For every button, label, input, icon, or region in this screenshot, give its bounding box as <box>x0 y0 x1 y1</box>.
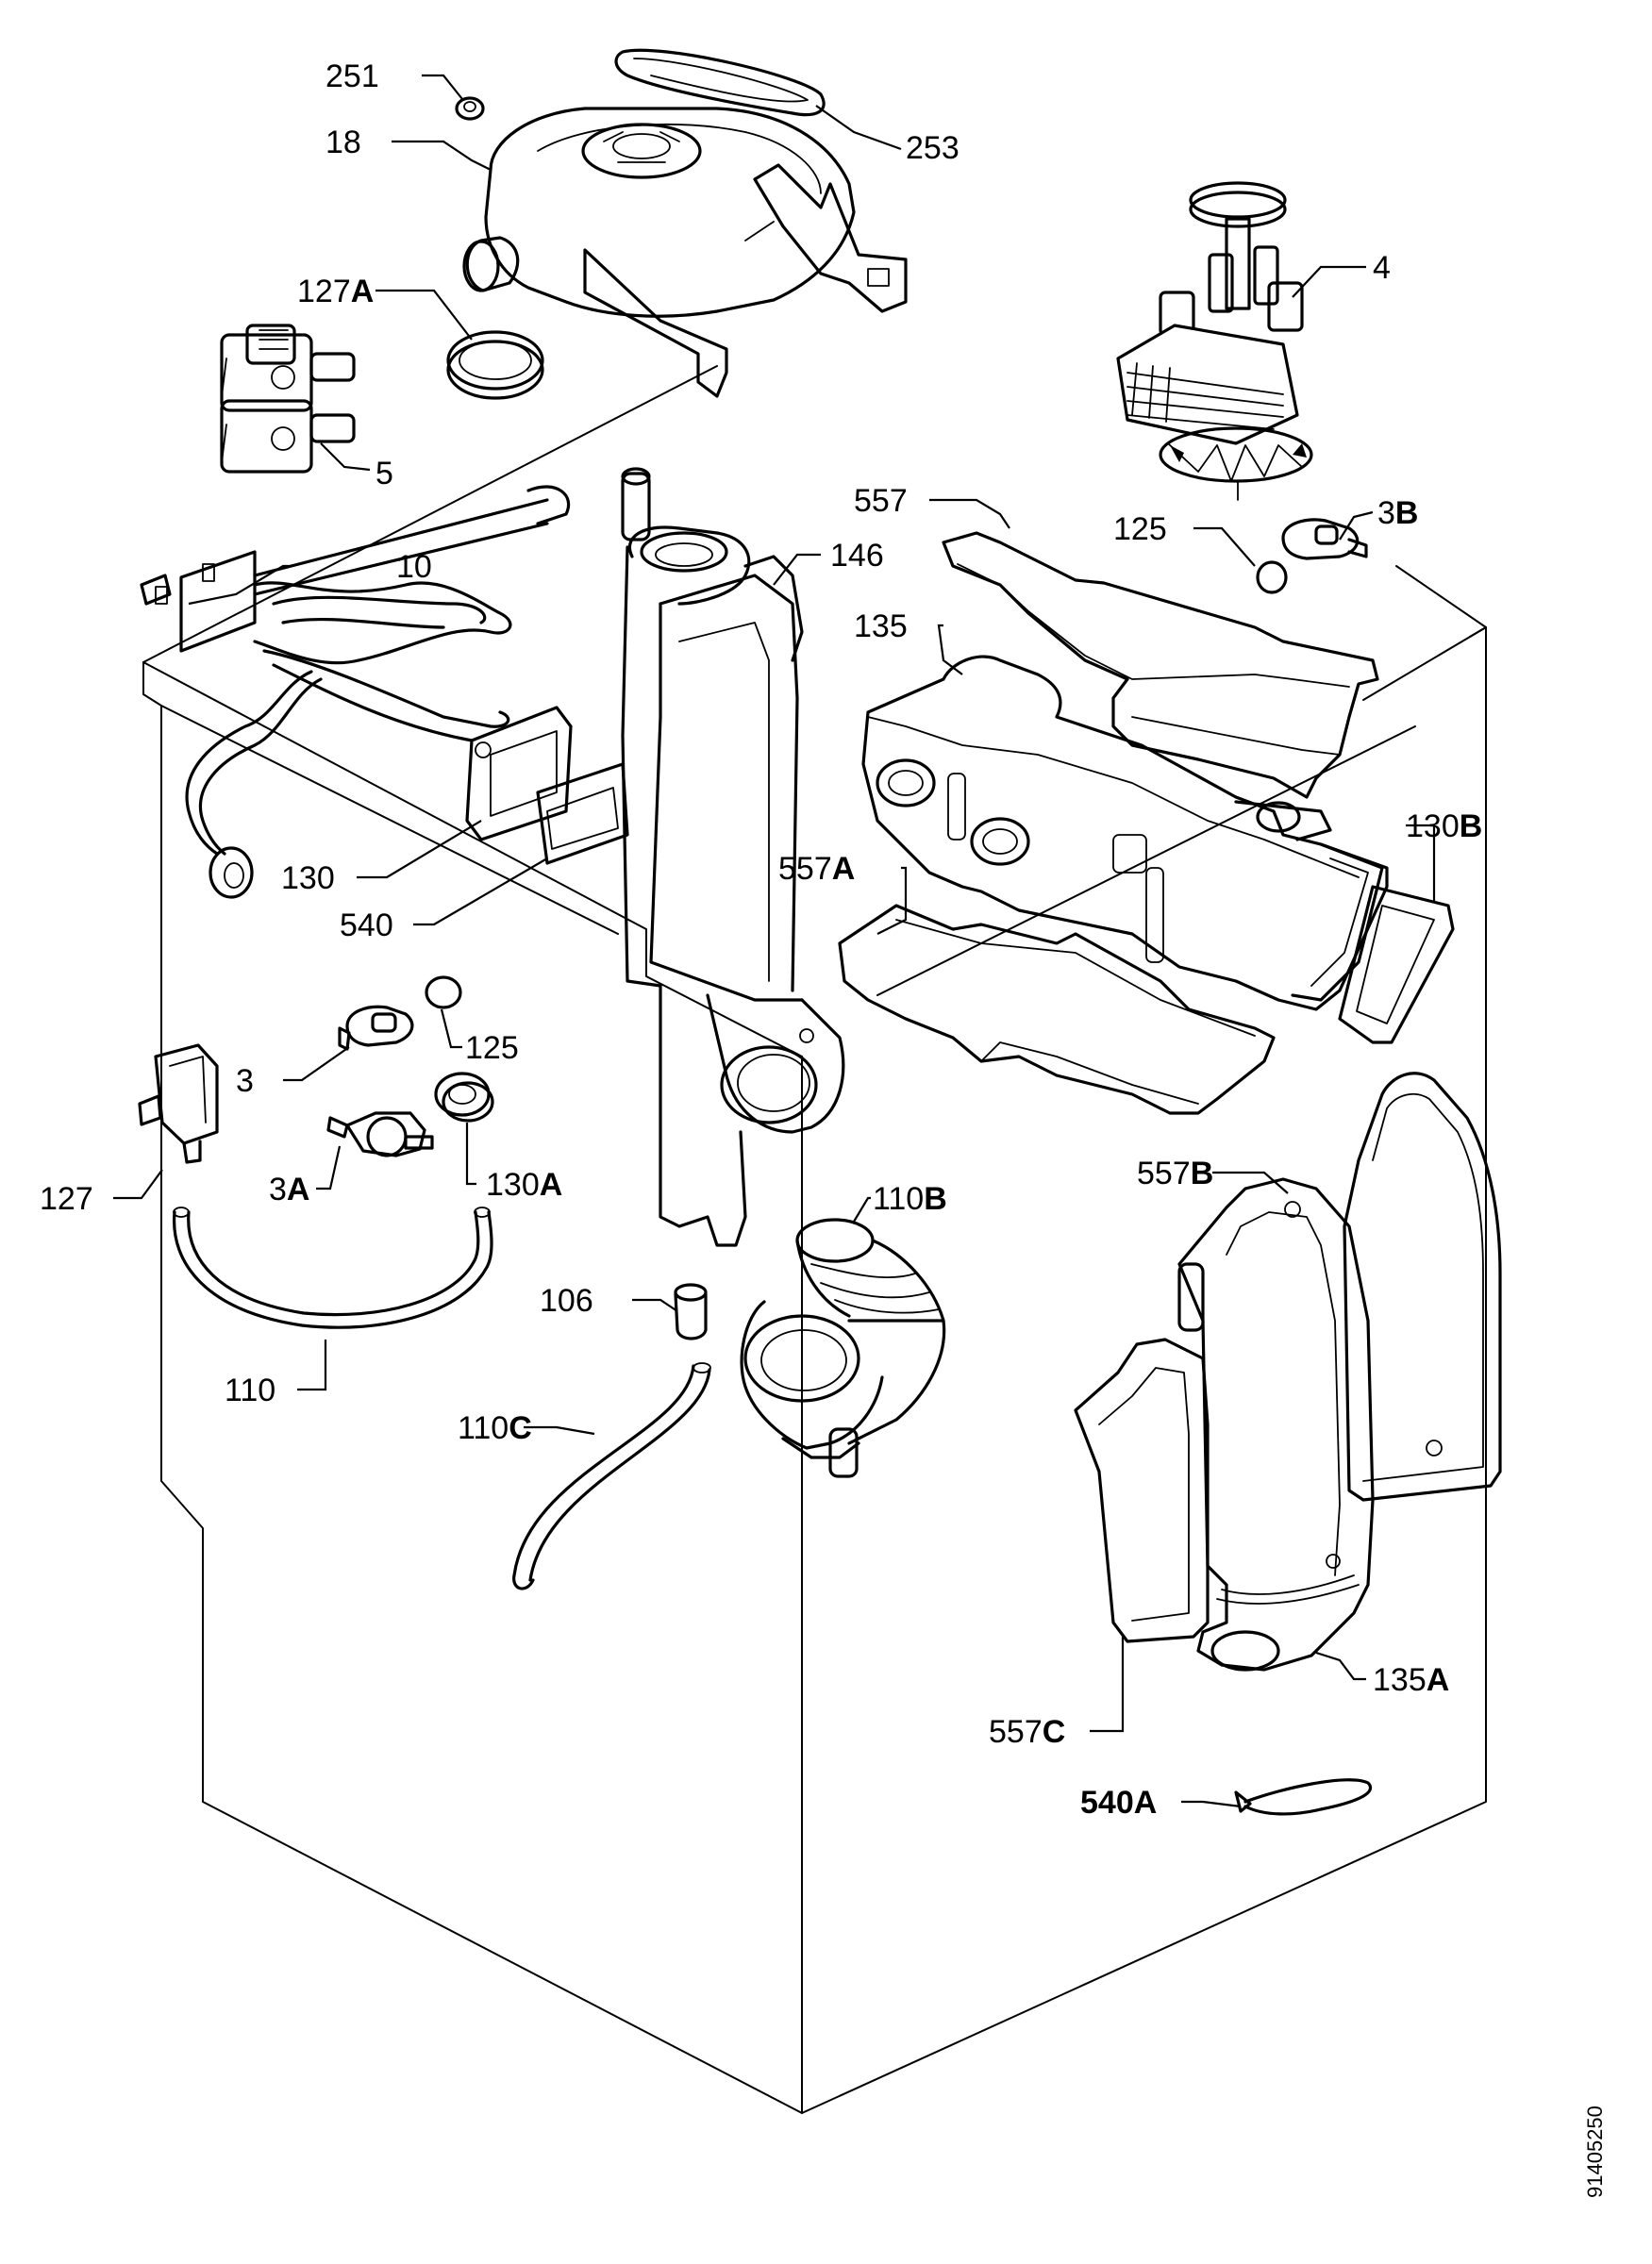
label-130: 130 <box>281 860 335 896</box>
thermostat-3B <box>1281 518 1368 560</box>
label-5: 5 <box>375 456 393 491</box>
cover-557 <box>942 531 1379 799</box>
label-251: 251 <box>325 58 379 94</box>
thermostat-3 <box>338 1005 414 1051</box>
cover-557B <box>1343 1072 1502 1502</box>
label-125-top: 125 <box>1113 511 1167 547</box>
label-135: 135 <box>854 608 908 644</box>
label-3: 3 <box>236 1063 254 1099</box>
label-540A: 540A <box>1080 1785 1157 1821</box>
nut-251 <box>455 96 485 121</box>
duct-135A <box>1177 1177 1375 1672</box>
cover-557A <box>838 904 1276 1115</box>
drive-belt-253 <box>614 48 826 117</box>
hose-110 <box>173 1207 493 1329</box>
gasket-540 <box>536 762 629 865</box>
label-110C: 110C <box>458 1410 532 1446</box>
gasket-130B <box>1338 885 1455 1044</box>
water-valve-5 <box>220 324 356 474</box>
label-110: 110 <box>225 1373 275 1408</box>
cabinet-outline <box>142 365 1487 2114</box>
cover-557C <box>1074 1338 1210 1643</box>
label-557A: 557A <box>778 851 855 887</box>
heating-element-10 <box>140 485 571 899</box>
label-130A: 130A <box>486 1167 562 1203</box>
label-557B: 557B <box>1137 1156 1213 1191</box>
leader-lines <box>113 74 1436 1808</box>
label-540: 540 <box>340 907 393 943</box>
o-ring-125 <box>425 975 462 1009</box>
label-135A: 135A <box>1373 1662 1449 1698</box>
label-125: 125 <box>465 1030 519 1066</box>
label-10: 10 <box>396 549 432 585</box>
switch-127 <box>138 1043 219 1164</box>
label-253: 253 <box>906 130 959 166</box>
hose-110C <box>512 1362 711 1590</box>
label-18: 18 <box>325 125 361 160</box>
o-ring-125-top <box>1256 560 1288 594</box>
gasket-plate-130 <box>465 706 573 841</box>
air-duct-146 <box>621 467 845 1247</box>
fan-housing-18 <box>462 107 908 398</box>
label-557: 557 <box>854 483 908 519</box>
nozzle-106 <box>674 1283 708 1340</box>
label-106: 106 <box>540 1283 593 1319</box>
motor-4 <box>1116 181 1313 501</box>
bellows-hose-110B <box>740 1218 946 1478</box>
label-110B: 110B <box>873 1181 947 1217</box>
thermostat-3A <box>326 1111 434 1157</box>
gasket-540A <box>1234 1778 1372 1816</box>
label-3A: 3A <box>269 1172 309 1207</box>
label-557C: 557C <box>989 1714 1065 1750</box>
label-3B: 3B <box>1377 495 1418 531</box>
grommet-130A <box>434 1072 494 1123</box>
label-146: 146 <box>830 538 884 574</box>
label-130B: 130B <box>1406 808 1482 844</box>
coupling-127A <box>446 330 544 400</box>
label-127A: 127A <box>297 274 374 309</box>
callout-labels: 251 18 253 127A 4 5 557 3B 125 10 146 13… <box>40 58 1482 1821</box>
label-127: 127 <box>40 1181 93 1217</box>
document-id: 91405250 <box>1583 2106 1607 2198</box>
label-4: 4 <box>1373 250 1391 286</box>
condenser-duct-135 <box>861 655 1389 1011</box>
